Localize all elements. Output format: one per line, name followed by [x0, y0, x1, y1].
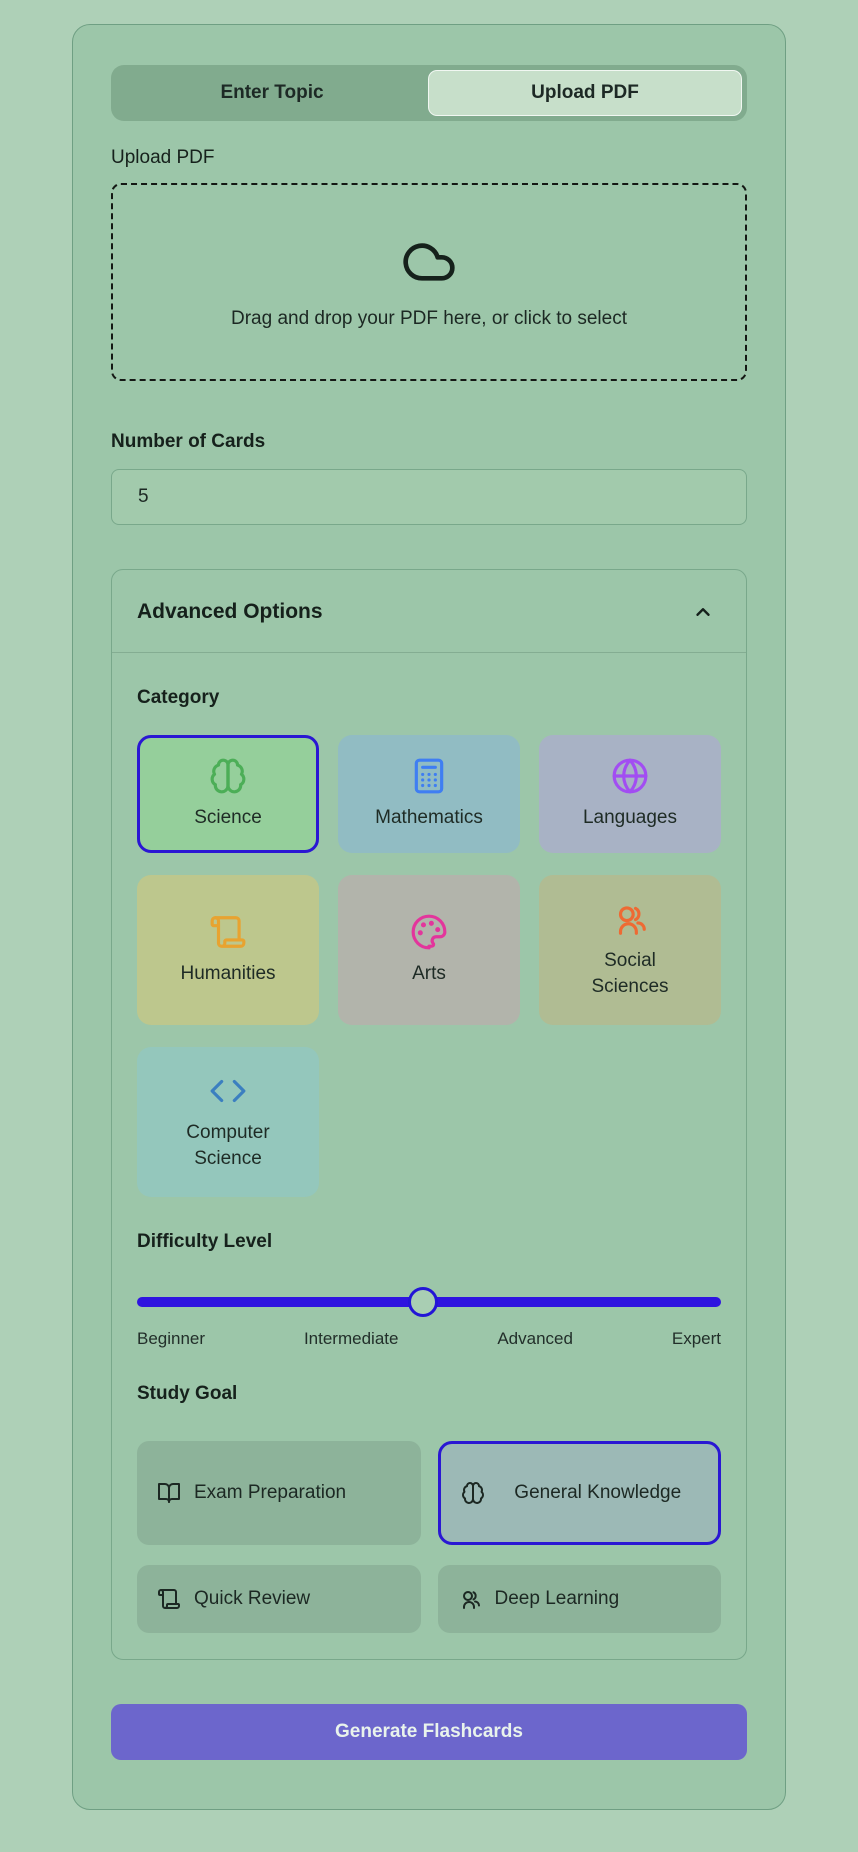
scroll-icon	[210, 916, 246, 949]
code-icon	[210, 1080, 246, 1103]
tab-enter-topic[interactable]: Enter Topic	[116, 70, 428, 116]
category-tile-label: Social Sciences	[591, 950, 669, 997]
category-label: Category	[137, 687, 220, 708]
cloud-icon	[403, 243, 455, 281]
category-tile-label: Mathematics	[375, 807, 483, 829]
goal-label: Quick Review	[194, 1588, 311, 1609]
category-tile-label: Science	[194, 807, 262, 829]
number-of-cards-label: Number of Cards	[111, 431, 266, 452]
category-arts[interactable]: Arts	[338, 875, 520, 1025]
pdf-dropzone[interactable]: Drag and drop your PDF here, or click to…	[111, 183, 747, 381]
advanced-options-toggle[interactable]: Advanced Options	[112, 570, 746, 652]
goal-deep-learning[interactable]: Deep Learning	[437, 1565, 721, 1633]
goal-label: Deep Learning	[494, 1588, 620, 1609]
category-humanities[interactable]: Humanities	[137, 875, 319, 1025]
goal-exam-preparation[interactable]: Exam Preparation	[137, 1441, 421, 1545]
chevron-up-icon	[696, 608, 710, 616]
advanced-options-card: Advanced Options Category Science	[111, 569, 747, 1660]
goal-quick-review[interactable]: Quick Review	[137, 1565, 421, 1633]
generate-flashcards-button[interactable]: Generate Flashcards	[111, 1704, 747, 1760]
advanced-options-body: Category Science Mathe	[112, 687, 746, 1659]
difficulty-level-label: Difficulty Level	[137, 1231, 273, 1252]
category-social-sciences[interactable]: Social Sciences	[539, 875, 721, 1025]
difficulty-slider-thumb[interactable]	[408, 1287, 439, 1317]
difficulty-expert-label: Expert	[671, 1329, 721, 1348]
book-open-icon	[158, 1483, 180, 1503]
category-languages[interactable]: Languages	[539, 735, 721, 853]
palette-icon	[411, 914, 447, 950]
upload-pdf-label: Upload PDF	[111, 147, 215, 168]
brain-icon	[210, 758, 246, 794]
category-tile-label: Languages	[582, 807, 678, 829]
category-computer-science[interactable]: Computer Science	[137, 1047, 319, 1197]
difficulty-slider[interactable]	[137, 1287, 721, 1317]
dropzone-hint-text: Drag and drop your PDF here, or click to…	[230, 308, 627, 329]
tab-upload-pdf[interactable]: Upload PDF	[428, 70, 742, 116]
difficulty-advanced-label: Advanced	[497, 1329, 573, 1348]
category-grid: Science Mathematics	[137, 735, 721, 1197]
goal-label: General Knowledge	[514, 1482, 682, 1504]
category-science[interactable]: Science	[137, 735, 319, 853]
study-goal-label: Study Goal	[137, 1383, 238, 1404]
difficulty-intermediate-label: Intermediate	[303, 1329, 399, 1348]
category-tile-label: Humanities	[180, 963, 276, 985]
goal-label: Exam Preparation	[194, 1482, 347, 1503]
brain-icon	[461, 1482, 484, 1504]
category-tile-label: Arts	[412, 963, 446, 985]
input-mode-tabs: Enter Topic Upload PDF	[111, 65, 747, 121]
flashcard-generator-panel: Enter Topic Upload PDF Upload PDF Drag a…	[72, 24, 786, 1810]
globe-icon	[612, 758, 648, 794]
advanced-options-title: Advanced Options	[137, 600, 323, 623]
difficulty-beginner-label: Beginner	[137, 1329, 206, 1348]
study-goal-grid: Exam Preparation General Knowledge	[137, 1441, 721, 1633]
category-tile-label: Computer Science	[186, 1122, 270, 1169]
category-mathematics[interactable]: Mathematics	[338, 735, 520, 853]
calculator-icon	[414, 758, 444, 794]
divider	[112, 652, 746, 653]
users-icon	[618, 906, 646, 936]
users-round-icon	[462, 1591, 480, 1609]
difficulty-level-scale: Beginner Intermediate Advanced Expert	[137, 1329, 721, 1349]
goal-general-knowledge[interactable]: General Knowledge	[437, 1441, 721, 1545]
scroll-icon	[158, 1589, 180, 1609]
number-of-cards-input[interactable]	[111, 469, 747, 525]
